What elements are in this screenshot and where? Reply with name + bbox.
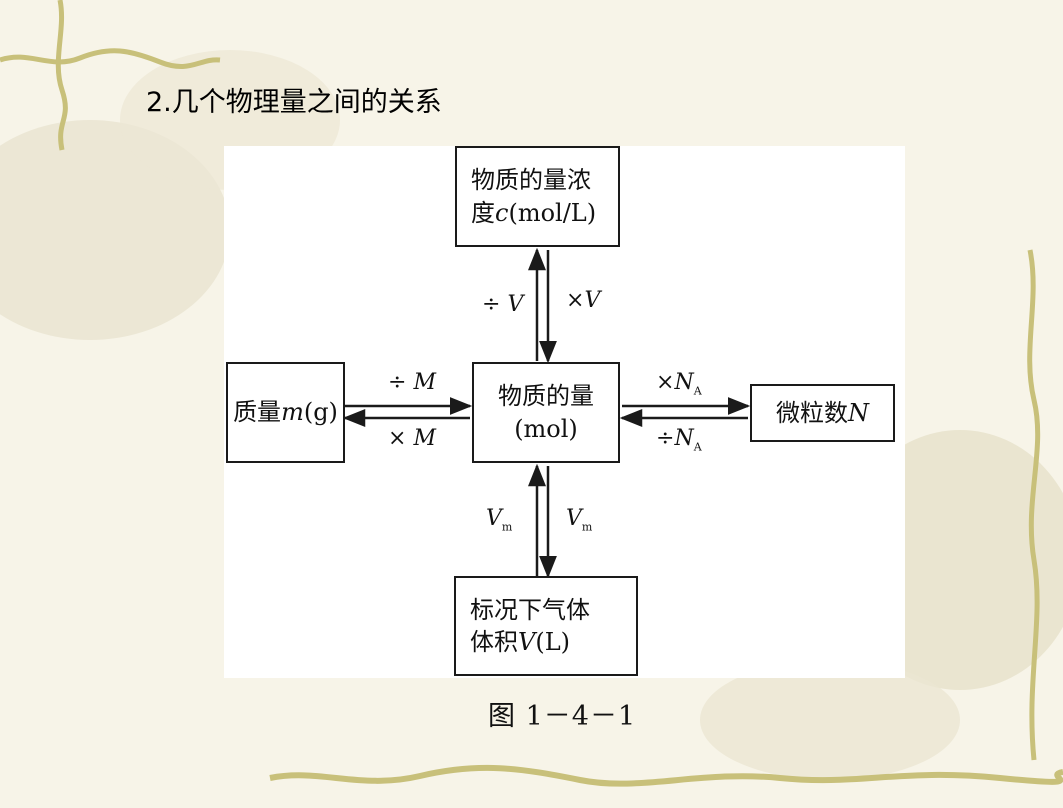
leaf-shade <box>700 660 960 780</box>
op-divide-v: ÷ V <box>482 292 524 317</box>
node-amount-line2: (mol) <box>514 414 578 443</box>
node-gas-volume-line2: 体积V(L) <box>470 628 571 656</box>
node-amount-of-substance: 物质的量 (mol) <box>472 362 620 463</box>
op-multiply-na: ×NA <box>656 370 702 398</box>
vine-bottom <box>269 764 1063 787</box>
vine-left-vertical <box>55 0 68 151</box>
node-mass-label: 质量m(g) <box>233 398 338 427</box>
node-amount-line1: 物质的量 <box>498 382 594 411</box>
node-concentration-line1: 物质的量浓 <box>471 166 591 195</box>
node-mass: 质量m(g) <box>226 362 345 463</box>
op-multiply-m: × M <box>388 426 436 451</box>
node-particle-count: 微粒数N <box>750 384 895 442</box>
op-vm-down: Vm <box>566 506 593 534</box>
op-multiply-v: ×V <box>566 288 601 313</box>
op-vm-up: Vm <box>486 506 513 534</box>
vine-right-vertical <box>1027 249 1041 761</box>
node-concentration-line2: 度c(mol/L) <box>471 198 597 227</box>
node-gas-volume: 标况下气体 体积V(L) <box>454 576 638 676</box>
op-divide-m: ÷ M <box>388 370 436 395</box>
node-gas-volume-line1: 标况下气体 <box>470 595 590 624</box>
op-divide-na: ÷NA <box>656 426 702 454</box>
node-concentration: 物质的量浓 度c(mol/L) <box>455 146 620 247</box>
slide-title: 2.几个物理量之间的关系 <box>146 87 442 118</box>
node-particle-label: 微粒数N <box>776 398 869 427</box>
figure-caption: 图 1－4－1 <box>488 701 637 732</box>
vine-top-left <box>0 48 221 69</box>
